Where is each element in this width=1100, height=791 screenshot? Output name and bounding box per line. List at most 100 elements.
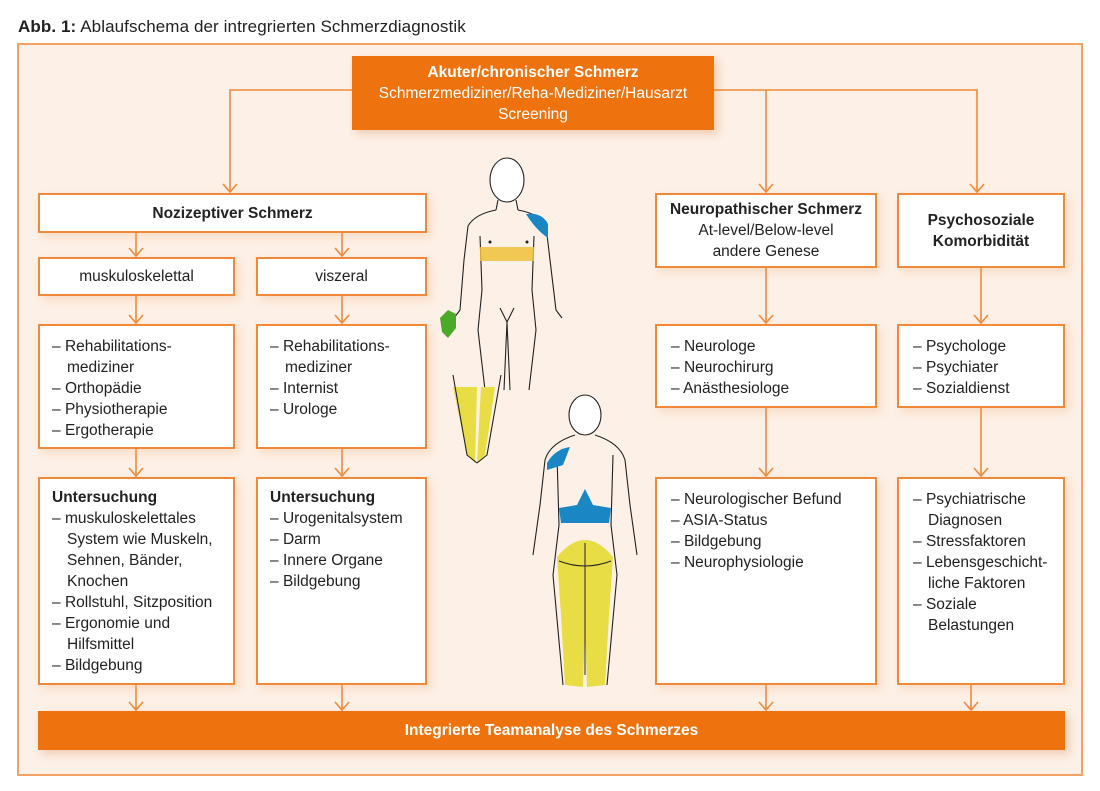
front-legs-yellow (453, 387, 495, 463)
list-item: Innere Organe (270, 550, 419, 571)
list-item: Bildgebung (270, 571, 419, 592)
list-item: Neurochirurg (671, 357, 867, 378)
buttocks-lines (558, 543, 612, 675)
arrowhead (334, 701, 350, 712)
arrowhead (128, 314, 144, 325)
list-item: Bildgebung (671, 531, 867, 552)
list-item: Ergotherapie (52, 420, 225, 441)
psychosocial-specialists-box: Psychologe Psychiater Sozialdienst (897, 324, 1065, 408)
team-analysis-label: Integrierte Teamanalyse des Schmerzes (404, 721, 699, 739)
list-item: Psychologe (913, 336, 1055, 357)
list-item: Anästhesiologe (671, 378, 867, 399)
legs-inner (503, 321, 511, 390)
body-back-illustration (452, 375, 638, 687)
head-back (568, 394, 602, 436)
figure-title: Ablaufschema der intregrierten Schmerzdi… (76, 17, 466, 36)
nociceptive-pain-box: Nozizeptiver Schmerz (38, 193, 427, 233)
list-item: Rollstuhl, Sitzposition (52, 592, 227, 613)
list-item: Bildgebung (52, 655, 227, 676)
visceral-exam-box: Untersuchung Urogenitalsystem Darm Inner… (256, 477, 427, 685)
list-item: Psychiatrische Diagnosen (913, 489, 1046, 531)
arrowhead (334, 247, 350, 258)
arrowhead (758, 314, 774, 325)
list-item: Urogenitalsystem (270, 508, 419, 529)
nipple-right (525, 240, 529, 244)
arrowhead (758, 701, 774, 712)
neuropathic-pain-box: Neuropathischer Schmerz At-level/Below-l… (655, 193, 877, 268)
musculoskeletal-exam-list: muskuloskelettales System wie Muskeln, S… (52, 508, 227, 676)
list-item: Rehabilitations-mediziner (270, 336, 415, 378)
nipple-left (488, 240, 492, 244)
musculoskeletal-specialists-list: Rehabilitations-mediziner Orthopädie Phy… (52, 336, 225, 441)
figure-caption: Abb. 1: Ablaufschema der intregrierten S… (18, 17, 466, 37)
visceral-title: viszeral (315, 268, 368, 285)
list-item: muskuloskelettales System wie Muskeln, S… (52, 508, 227, 592)
neuropathic-exam-box: Neurologischer Befund ASIA-Status Bildge… (655, 477, 877, 685)
team-analysis-bar: Integrierte Teamanalyse des Schmerzes (38, 711, 1065, 750)
arrowhead (973, 467, 989, 478)
visceral-box: viszeral (256, 257, 427, 296)
psychosocial-title-line1: Psychosoziale (927, 211, 1035, 229)
list-item: Physiotherapie (52, 399, 225, 420)
list-item: Lebensgeschicht-liche Faktoren (913, 552, 1058, 594)
neuropathic-title: Neuropathischer Schmerz (669, 201, 863, 218)
visceral-specialists-list: Rehabilitations-mediziner Internist Urol… (270, 336, 417, 420)
list-item: Ergonomie und Hilfsmittel (52, 613, 197, 655)
hand-green (440, 310, 456, 338)
list-item: Darm (270, 529, 419, 550)
chest-band-yellow (480, 247, 534, 261)
connector-top-right (714, 89, 978, 192)
arrowhead (128, 701, 144, 712)
arrowhead (128, 247, 144, 258)
body-front-illustration (440, 157, 563, 390)
list-item: Soziale Belastungen (913, 594, 1028, 636)
body-sides-back (552, 454, 618, 686)
visceral-exam-list: Urogenitalsystem Darm Innere Organe Bild… (270, 508, 419, 592)
connector-top-left (229, 89, 352, 192)
musculoskeletal-specialists-box: Rehabilitations-mediziner Orthopädie Phy… (38, 324, 235, 449)
psychosocial-specialists-list: Psychologe Psychiater Sozialdienst (913, 336, 1055, 399)
arrowhead (222, 183, 238, 194)
neuropathic-specialists-list: Neurologe Neurochirurg Anästhesiologe (671, 336, 867, 399)
figure-label: Abb. 1: (18, 17, 77, 36)
list-item: Urologe (270, 399, 417, 420)
arrowhead (969, 183, 985, 194)
musculoskeletal-exam-box: Untersuchung muskuloskelettales System w… (38, 477, 235, 685)
pain-entry-title: Akuter/chronischer Schmerz (427, 63, 639, 81)
list-item: Rehabilitations-mediziner (52, 336, 197, 378)
shoulder-blue-back (547, 447, 570, 470)
neck (495, 199, 519, 211)
arrowhead (973, 314, 989, 325)
pain-entry-box: Akuter/chronischer Schmerz Schmerzmedizi… (352, 56, 714, 130)
arrowhead (334, 467, 350, 478)
list-item: Neurophysiologie (671, 552, 867, 573)
arrowhead (758, 467, 774, 478)
visceral-exam-title: Untersuchung (270, 489, 376, 506)
front-legs-outline (452, 375, 502, 464)
list-item: ASIA-Status (671, 510, 867, 531)
arrowhead (128, 467, 144, 478)
list-item: Neurologe (671, 336, 867, 357)
psychosocial-exam-box: Psychiatrische Diagnosen Stressfaktoren … (897, 477, 1065, 685)
psychosocial-title-line2: Komorbidität (932, 232, 1030, 250)
groin (499, 307, 515, 324)
arrowhead (758, 183, 774, 194)
pain-entry-screening: Screening (498, 105, 568, 123)
list-item: Orthopädie (52, 378, 225, 399)
list-item: Neurologischer Befund (671, 489, 867, 510)
musculoskeletal-box: muskuloskelettal (38, 257, 235, 296)
neuropathic-genesis: andere Genese (712, 243, 820, 260)
list-item: Sozialdienst (913, 378, 1055, 399)
body-sides (477, 235, 537, 390)
neuropathic-specialists-box: Neurologe Neurochirurg Anästhesiologe (655, 324, 877, 408)
neuropathic-level: At-level/Below-level (698, 222, 834, 239)
list-item: Psychiater (913, 357, 1055, 378)
lower-back-blue (559, 489, 611, 523)
psychosocial-exam-list: Psychiatrische Diagnosen Stressfaktoren … (913, 489, 1057, 636)
visceral-specialists-box: Rehabilitations-mediziner Internist Urol… (256, 324, 427, 449)
pain-entry-specialists: Schmerzmediziner/Reha-Mediziner/Hausarzt (378, 84, 688, 102)
psychosocial-box: Psychosoziale Komorbidität (897, 193, 1065, 268)
arrowheads (128, 183, 989, 712)
head (489, 157, 525, 203)
